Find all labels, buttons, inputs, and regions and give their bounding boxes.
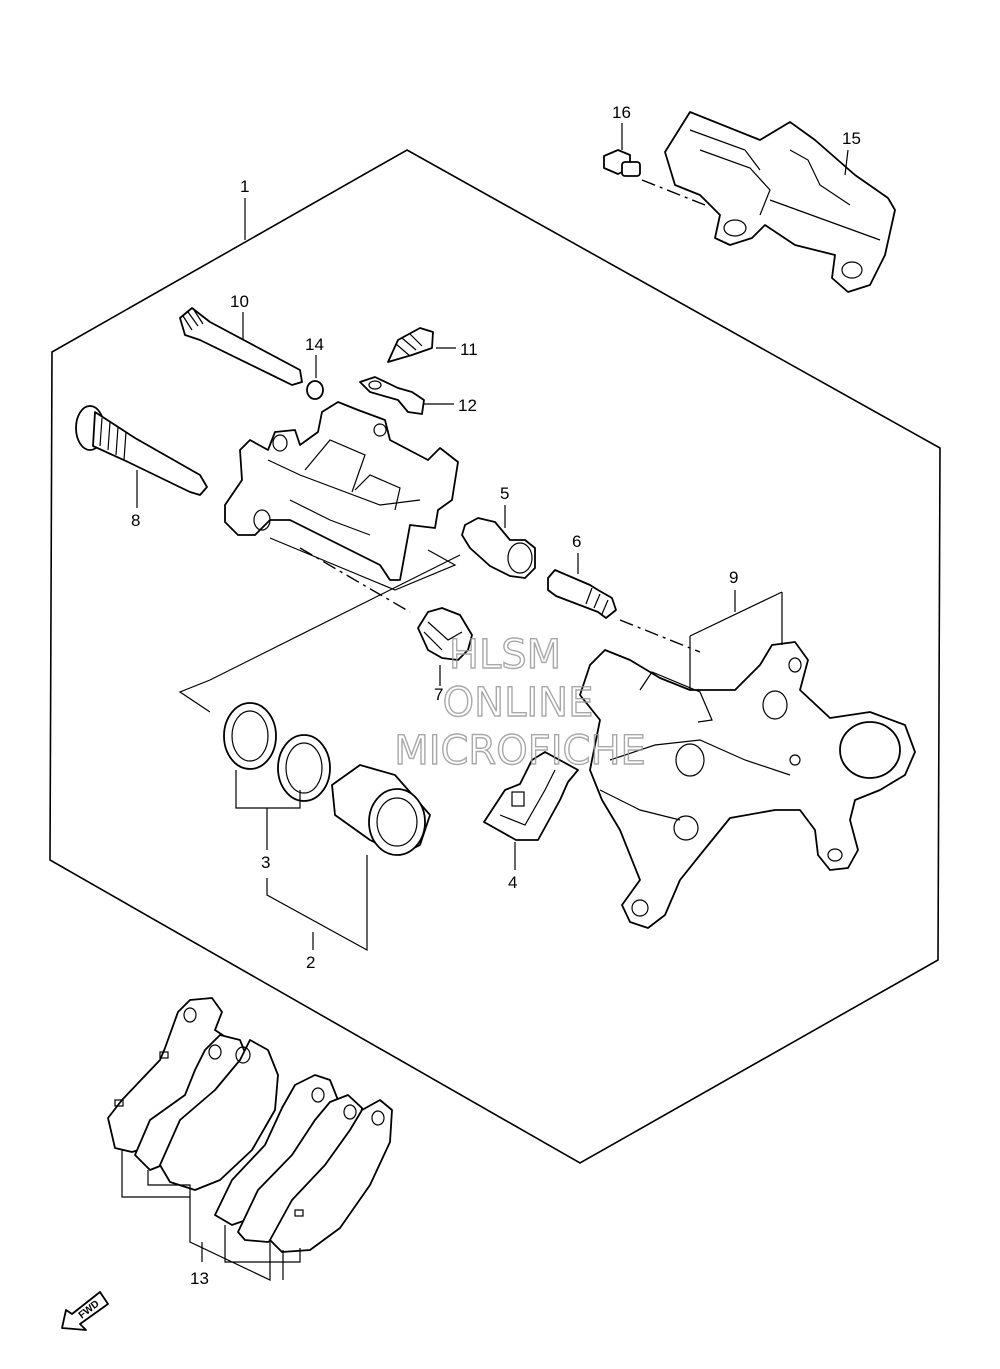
part-13-brake-pads[interactable] (107, 997, 393, 1253)
callout-9: 9 (729, 568, 738, 587)
part-2-piston[interactable] (331, 764, 431, 856)
fwd-arrow-icon: FWD (61, 1291, 109, 1331)
part-5-bushing[interactable] (461, 517, 536, 579)
callout-10: 10 (230, 292, 249, 311)
part-11-bleeder-valve[interactable] (387, 327, 434, 363)
alignment-line-7 (299, 547, 411, 613)
callout-11: 11 (460, 340, 478, 359)
part-6-pin[interactable] (547, 569, 617, 619)
part-4-pad-spring[interactable] (483, 751, 579, 841)
part-16-bolt[interactable] (603, 149, 641, 177)
watermark-line-2: ONLINE (443, 680, 594, 726)
part-8-slide-pin-bolt[interactable] (75, 405, 208, 496)
leader-lines (121, 123, 849, 1281)
watermark-line-3: MICROFICHE (394, 728, 646, 774)
watermark-line-1: HLSM (449, 632, 561, 678)
part-12-bleeder-cap[interactable] (359, 376, 425, 415)
part-7-boot[interactable] (417, 607, 473, 661)
callout-3: 3 (261, 853, 270, 872)
part-15-caliper-bracket[interactable] (664, 111, 896, 293)
callout-4: 4 (508, 873, 517, 892)
callout-7: 7 (434, 685, 443, 704)
callout-15: 15 (842, 129, 861, 148)
part-10-slide-pin[interactable] (179, 307, 303, 386)
part-3-seals[interactable] (223, 702, 331, 802)
callout-16: 16 (612, 103, 631, 122)
part-9-mounting-bracket[interactable] (579, 641, 916, 929)
part-14-o-ring[interactable] (306, 380, 324, 400)
caliper-outline-bracket (269, 537, 457, 591)
callout-1: 1 (240, 177, 249, 196)
callout-5: 5 (500, 484, 509, 503)
callout-numbers: 1 2 3 4 5 6 7 8 9 10 11 12 13 14 15 16 (131, 103, 861, 1288)
watermark: HLSM ONLINE MICROFICHE (393, 631, 646, 774)
callout-6: 6 (572, 532, 581, 551)
callout-8: 8 (131, 511, 140, 530)
alignment-line-6 (619, 619, 701, 653)
callout-14: 14 (305, 335, 324, 354)
callout-13: 13 (190, 1269, 209, 1288)
part-1-caliper-body[interactable] (224, 401, 459, 581)
caliper-assembly-boundary (49, 149, 941, 1164)
callout-12: 12 (458, 396, 477, 415)
callout-2: 2 (306, 953, 315, 972)
alignment-line-16 (641, 179, 706, 206)
